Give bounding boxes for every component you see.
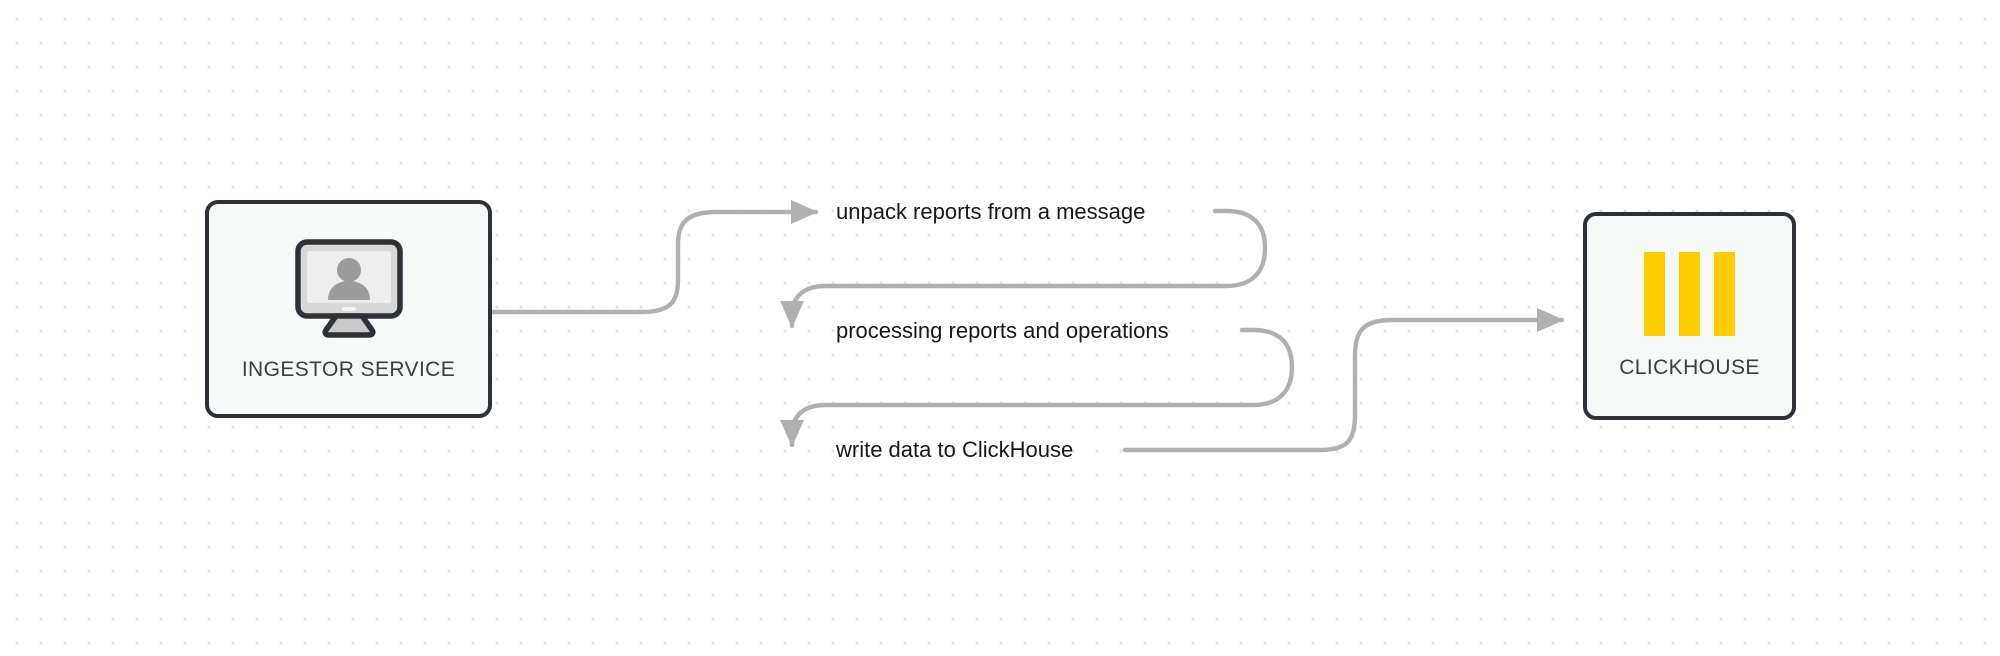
edge-label-unpack-reports: unpack reports from a message bbox=[836, 199, 1146, 224]
node-clickhouse[interactable]: CLICKHOUSE bbox=[1583, 212, 1796, 420]
clickhouse-bar-2 bbox=[1679, 252, 1700, 336]
edge-path-2 bbox=[779, 327, 1295, 448]
edge-path-0 bbox=[489, 199, 819, 315]
clickhouse-bar-3 bbox=[1714, 252, 1735, 336]
node-clickhouse-label: CLICKHOUSE bbox=[1619, 356, 1760, 379]
edge-label-processing-reports: processing reports and operations bbox=[836, 318, 1169, 343]
node-ingestor-label: INGESTOR SERVICE bbox=[241, 358, 456, 381]
edge-path-1 bbox=[779, 208, 1268, 329]
clickhouse-bars-icon bbox=[1644, 252, 1735, 336]
node-ingestor-service[interactable]: INGESTOR SERVICE bbox=[205, 200, 492, 418]
edge-label-write-data: write data to ClickHouse bbox=[836, 437, 1074, 462]
edge-path-3 bbox=[1122, 307, 1565, 453]
clickhouse-bar-1 bbox=[1644, 252, 1665, 336]
monitor-user-icon bbox=[290, 236, 408, 340]
